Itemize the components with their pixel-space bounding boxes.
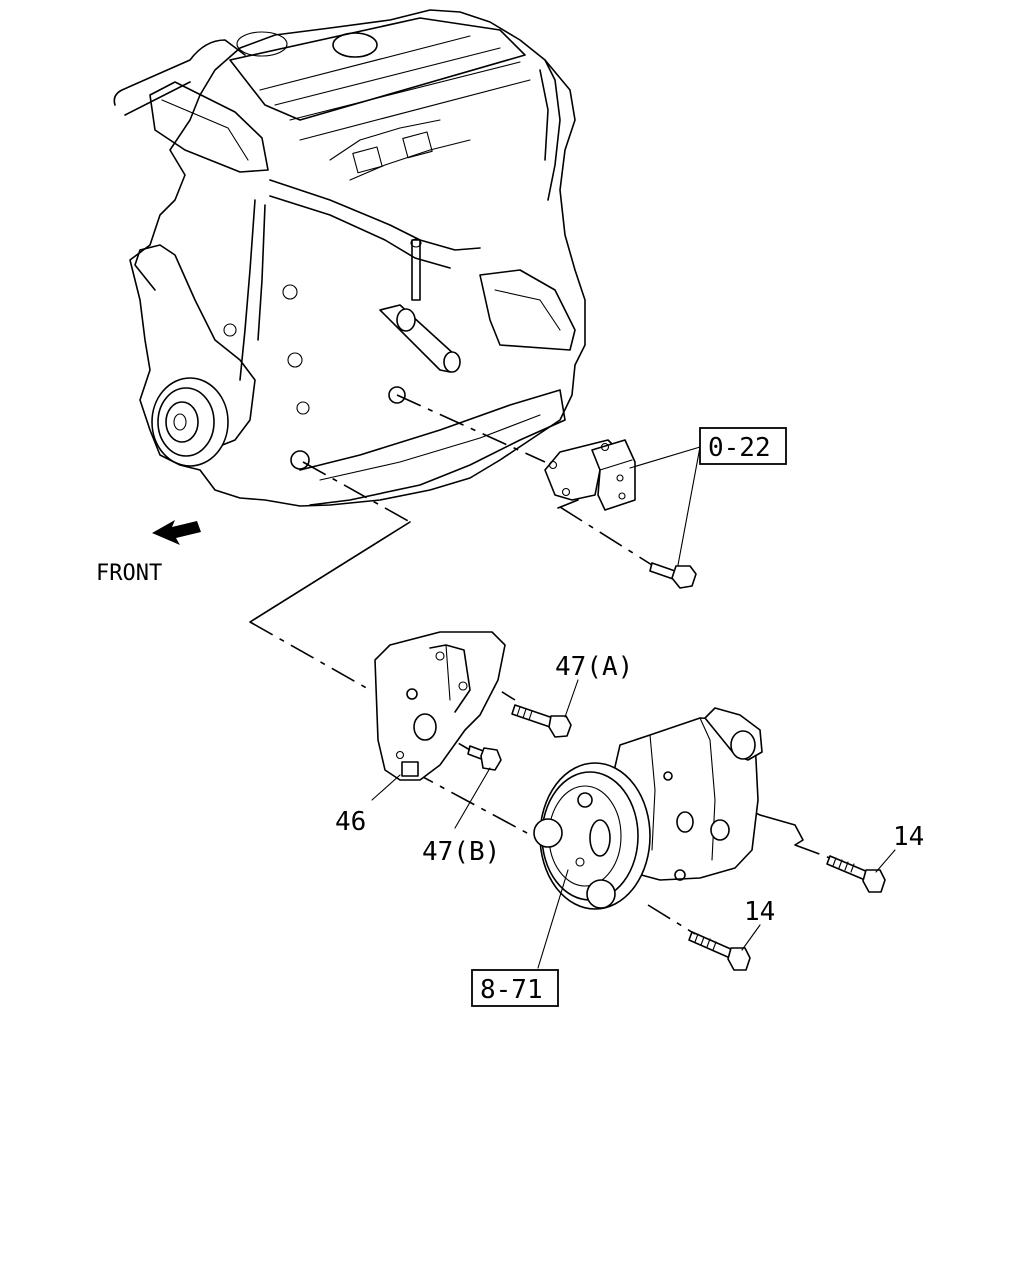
mount-bolt [649, 562, 697, 589]
bolt-14-upper [826, 855, 886, 893]
engine-block [113, 9, 586, 507]
callout-box-8-71[interactable]: 8-71 [471, 969, 559, 1007]
bolt-14-lower [688, 931, 751, 971]
callout-label-14-lower[interactable]: 14 [744, 897, 775, 927]
front-arrow-icon [152, 520, 201, 545]
callout-leaders [371, 446, 896, 969]
callout-label-47b[interactable]: 47(B) [422, 837, 500, 867]
bolt-47b [467, 745, 502, 771]
compressor-bracket [374, 631, 506, 781]
callout-label-14-upper[interactable]: 14 [893, 822, 924, 852]
engine-mount-bracket [544, 439, 636, 511]
callout-box-0-22[interactable]: 0-22 [699, 427, 787, 465]
bolt-47a [511, 704, 572, 738]
callout-label-46[interactable]: 46 [335, 807, 366, 837]
callout-label-47a[interactable]: 47(A) [555, 652, 633, 682]
callout-label-8-71: 8-71 [480, 975, 543, 1005]
front-label: FRONT [96, 561, 162, 586]
crank-pulley [151, 377, 229, 467]
callout-label-0-22: 0-22 [708, 433, 771, 463]
ac-compressor [533, 707, 763, 910]
